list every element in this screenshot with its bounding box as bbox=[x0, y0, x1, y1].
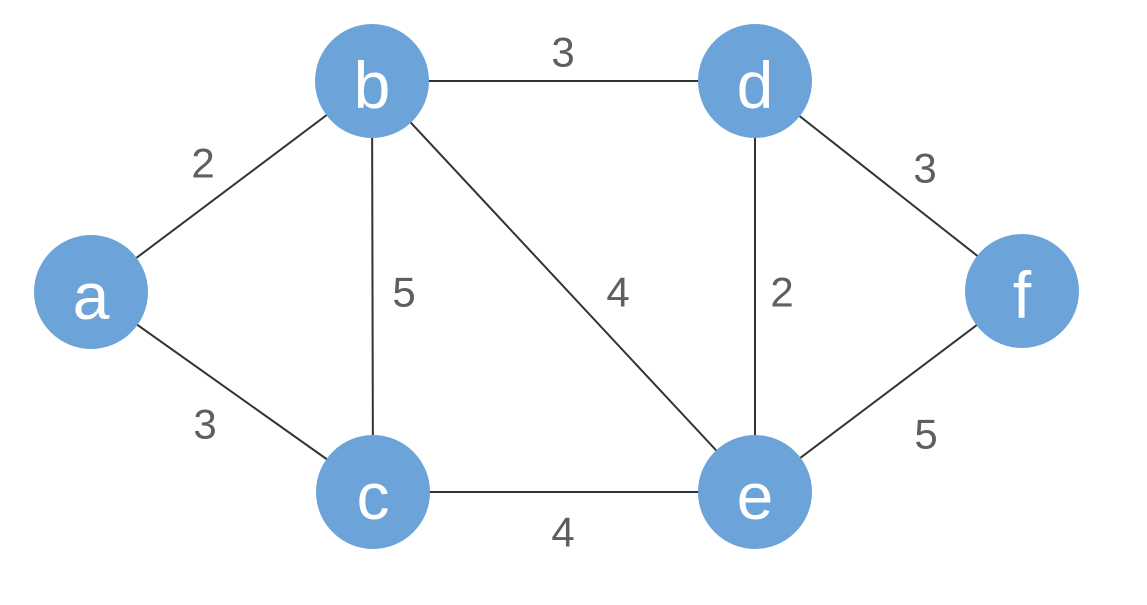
edge-b-c bbox=[371, 80, 374, 493]
edge-weight-b-c: 5 bbox=[392, 269, 415, 316]
node-circle-b bbox=[315, 24, 429, 138]
edge-a-c bbox=[90, 291, 374, 493]
edge-weight-a-b: 2 bbox=[191, 140, 214, 187]
node-circle-a bbox=[34, 235, 148, 349]
edge-a-b bbox=[90, 80, 373, 293]
edge-weight-e-f: 5 bbox=[914, 411, 937, 458]
node-label-d: d bbox=[737, 48, 774, 122]
node-label-c: c bbox=[357, 459, 390, 533]
edge-weight-d-f: 3 bbox=[913, 145, 936, 192]
edge-weight-c-e: 4 bbox=[551, 509, 574, 556]
edge-weight-a-c: 3 bbox=[193, 401, 216, 448]
node-circle-e bbox=[698, 435, 812, 549]
edge-weight-b-e: 4 bbox=[606, 269, 629, 316]
node-circle-f bbox=[965, 234, 1079, 348]
edge-b-e bbox=[371, 80, 756, 493]
node-label-b: b bbox=[354, 48, 391, 122]
edge-weight-d-e: 2 bbox=[770, 269, 793, 316]
node-label-a: a bbox=[73, 259, 110, 333]
edge-weight-b-d: 3 bbox=[551, 29, 574, 76]
node-circle-c bbox=[316, 435, 430, 549]
node-label-e: e bbox=[737, 459, 774, 533]
node-label-f: f bbox=[1013, 258, 1032, 332]
node-circle-d bbox=[698, 24, 812, 138]
